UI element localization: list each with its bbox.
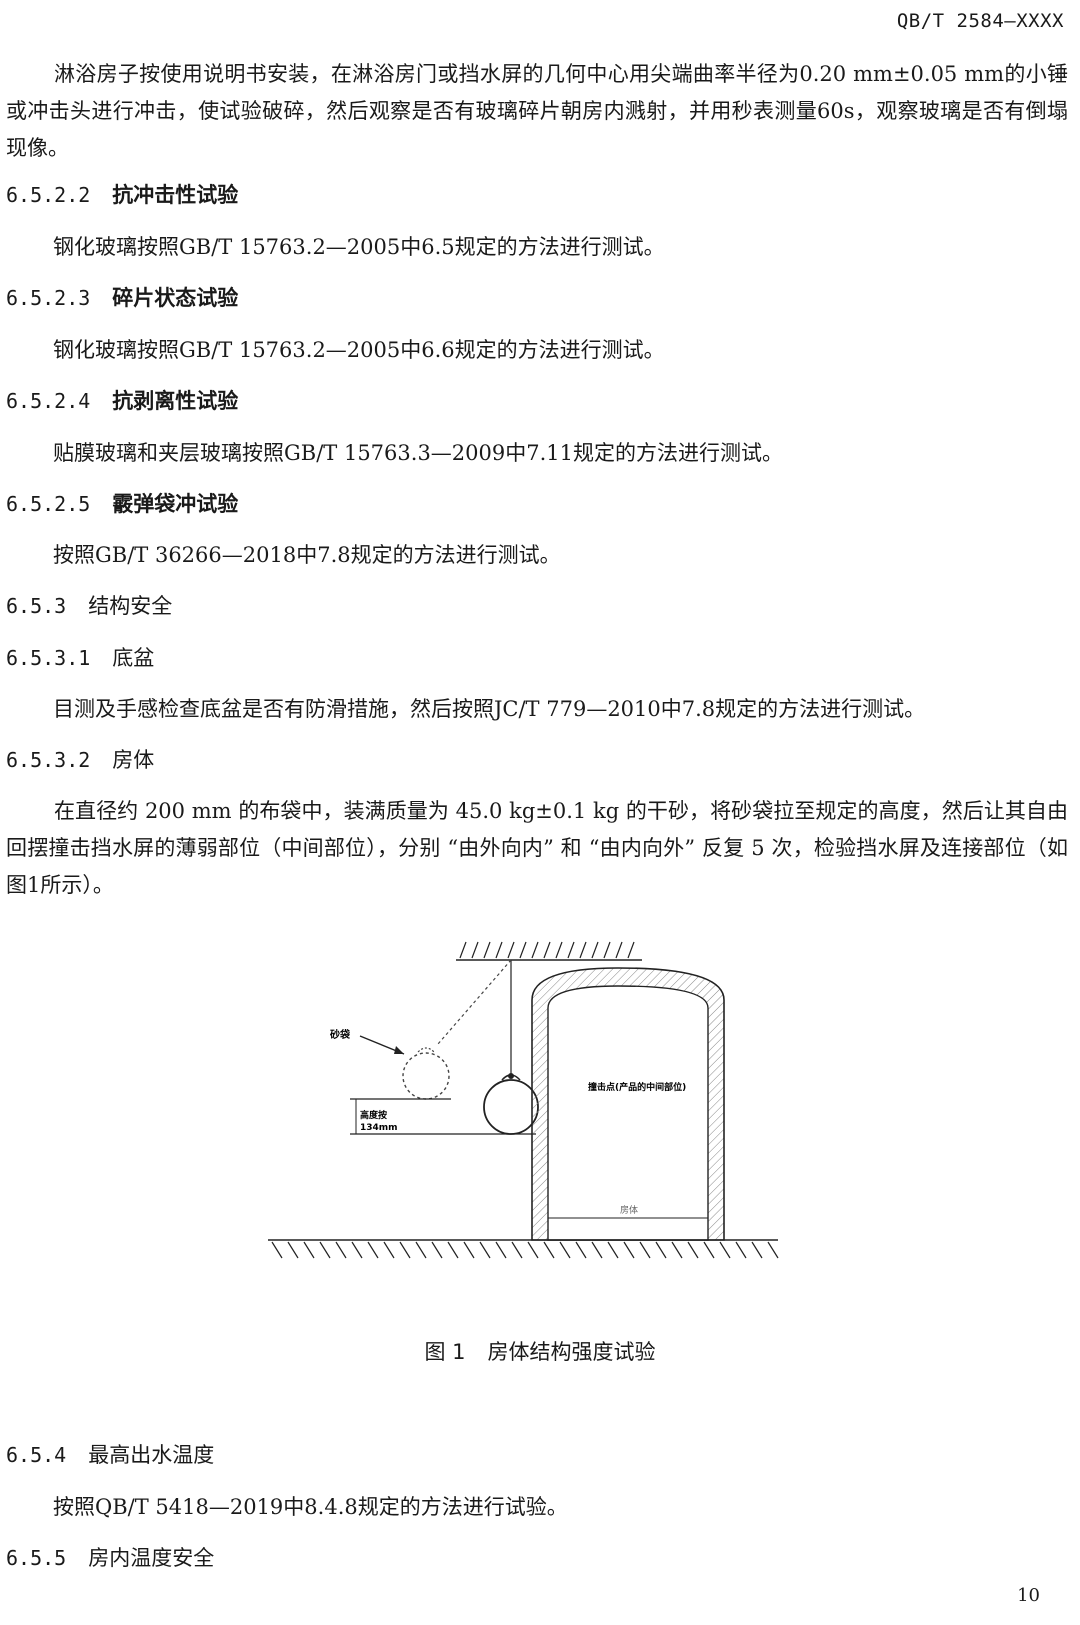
paragraph-6-5-2-5: 按照GB/T 36266—2018中7.8规定的方法进行测试。 xyxy=(53,543,561,567)
ground-hatch xyxy=(268,1239,779,1259)
heading-6-5-5: 6.5.5 房内温度安全 xyxy=(6,1543,214,1573)
section-number: 6.5.3.2 xyxy=(6,748,91,772)
raised-string xyxy=(437,959,512,1045)
house-body-label: 房体 xyxy=(620,1204,638,1216)
heading-6-5-2-5: 6.5.2.5 霰弹袋冲试验 xyxy=(6,489,238,519)
caption-title: 房体结构强度试验 xyxy=(487,1340,656,1364)
paragraph-6-5-4: 按照QB/T 5418—2019中8.4.8规定的方法进行试验。 xyxy=(53,1495,568,1519)
section-title: 房体 xyxy=(112,748,155,772)
ceiling-hatch xyxy=(456,941,642,961)
heading-6-5-3: 6.5.3 结构安全 xyxy=(6,591,172,621)
heading-6-5-3-1: 6.5.3.1 底盆 xyxy=(6,643,154,673)
section-number: 6.5.2.4 xyxy=(6,389,91,413)
section-title: 最高出水温度 xyxy=(88,1443,215,1467)
section-title: 霰弹袋冲试验 xyxy=(112,492,239,516)
doc-code-header: QB/T 2584—XXXX xyxy=(896,10,1064,32)
paragraph-6-5-3-2: 在直径约 200 mm 的布袋中，装满质量为 45.0 kg±0.1 kg 的干… xyxy=(6,799,1068,897)
section-number: 6.5.4 xyxy=(6,1443,67,1467)
paragraph-impact-procedure: 淋浴房子按使用说明书安装，在淋浴房门或挡水屏的几何中心用尖端曲率半径为0.20 … xyxy=(6,62,1068,160)
section-title: 抗剥离性试验 xyxy=(112,389,239,413)
section-number: 6.5.2.5 xyxy=(6,492,91,516)
section-title: 结构安全 xyxy=(88,594,173,618)
section-title: 房内温度安全 xyxy=(88,1546,215,1570)
raised-sandbag xyxy=(402,1052,450,1100)
section-number: 6.5.2.2 xyxy=(6,183,91,207)
paragraph-6-5-2-4: 贴膜玻璃和夹层玻璃按照GB/T 15763.3—2009中7.11规定的方法进行… xyxy=(53,441,784,465)
section-title: 抗冲击性试验 xyxy=(112,183,239,207)
heading-6-5-2-3: 6.5.2.3 碎片状态试验 xyxy=(6,283,238,313)
heading-6-5-4: 6.5.4 最高出水温度 xyxy=(6,1440,214,1470)
figure-1-caption: 图 1 房体结构强度试验 xyxy=(0,1336,1080,1366)
section-number: 6.5.3 xyxy=(6,594,67,618)
sandbag xyxy=(483,1073,539,1135)
section-number: 6.5.5 xyxy=(6,1546,67,1570)
heading-6-5-2-4: 6.5.2.4 抗剥离性试验 xyxy=(6,386,238,416)
height-label-line2: 134mm xyxy=(360,1123,398,1133)
caption-number: 图 1 xyxy=(424,1340,466,1364)
paragraph-6-5-2-3: 钢化玻璃按照GB/T 15763.2—2005中6.6规定的方法进行测试。 xyxy=(53,338,665,362)
heading-6-5-3-2: 6.5.3.2 房体 xyxy=(6,745,154,775)
figure-1-diagram: 砂袋 高度按 134mm 撞击点(产品的中间部位) 房体 xyxy=(268,941,779,1259)
section-title: 碎片状态试验 xyxy=(112,286,239,310)
page-number: 10 xyxy=(1017,1585,1040,1606)
sandbag-label: 砂袋 xyxy=(329,1028,351,1041)
paragraph-6-5-3-1: 目测及手感检查底盆是否有防滑措施，然后按照JC/T 779—2010中7.8规定… xyxy=(53,697,926,721)
paragraph-6-5-2-2: 钢化玻璃按照GB/T 15763.2—2005中6.5规定的方法进行测试。 xyxy=(53,235,665,259)
height-shelf xyxy=(350,1098,536,1135)
section-title: 底盆 xyxy=(112,646,155,670)
shower-house-body xyxy=(531,967,725,1241)
heading-6-5-2-2: 6.5.2.2 抗冲击性试验 xyxy=(6,180,238,210)
section-number: 6.5.2.3 xyxy=(6,286,91,310)
section-number: 6.5.3.1 xyxy=(6,646,91,670)
impact-point-label: 撞击点(产品的中间部位) xyxy=(588,1081,686,1093)
height-label-line1: 高度按 xyxy=(360,1109,387,1121)
